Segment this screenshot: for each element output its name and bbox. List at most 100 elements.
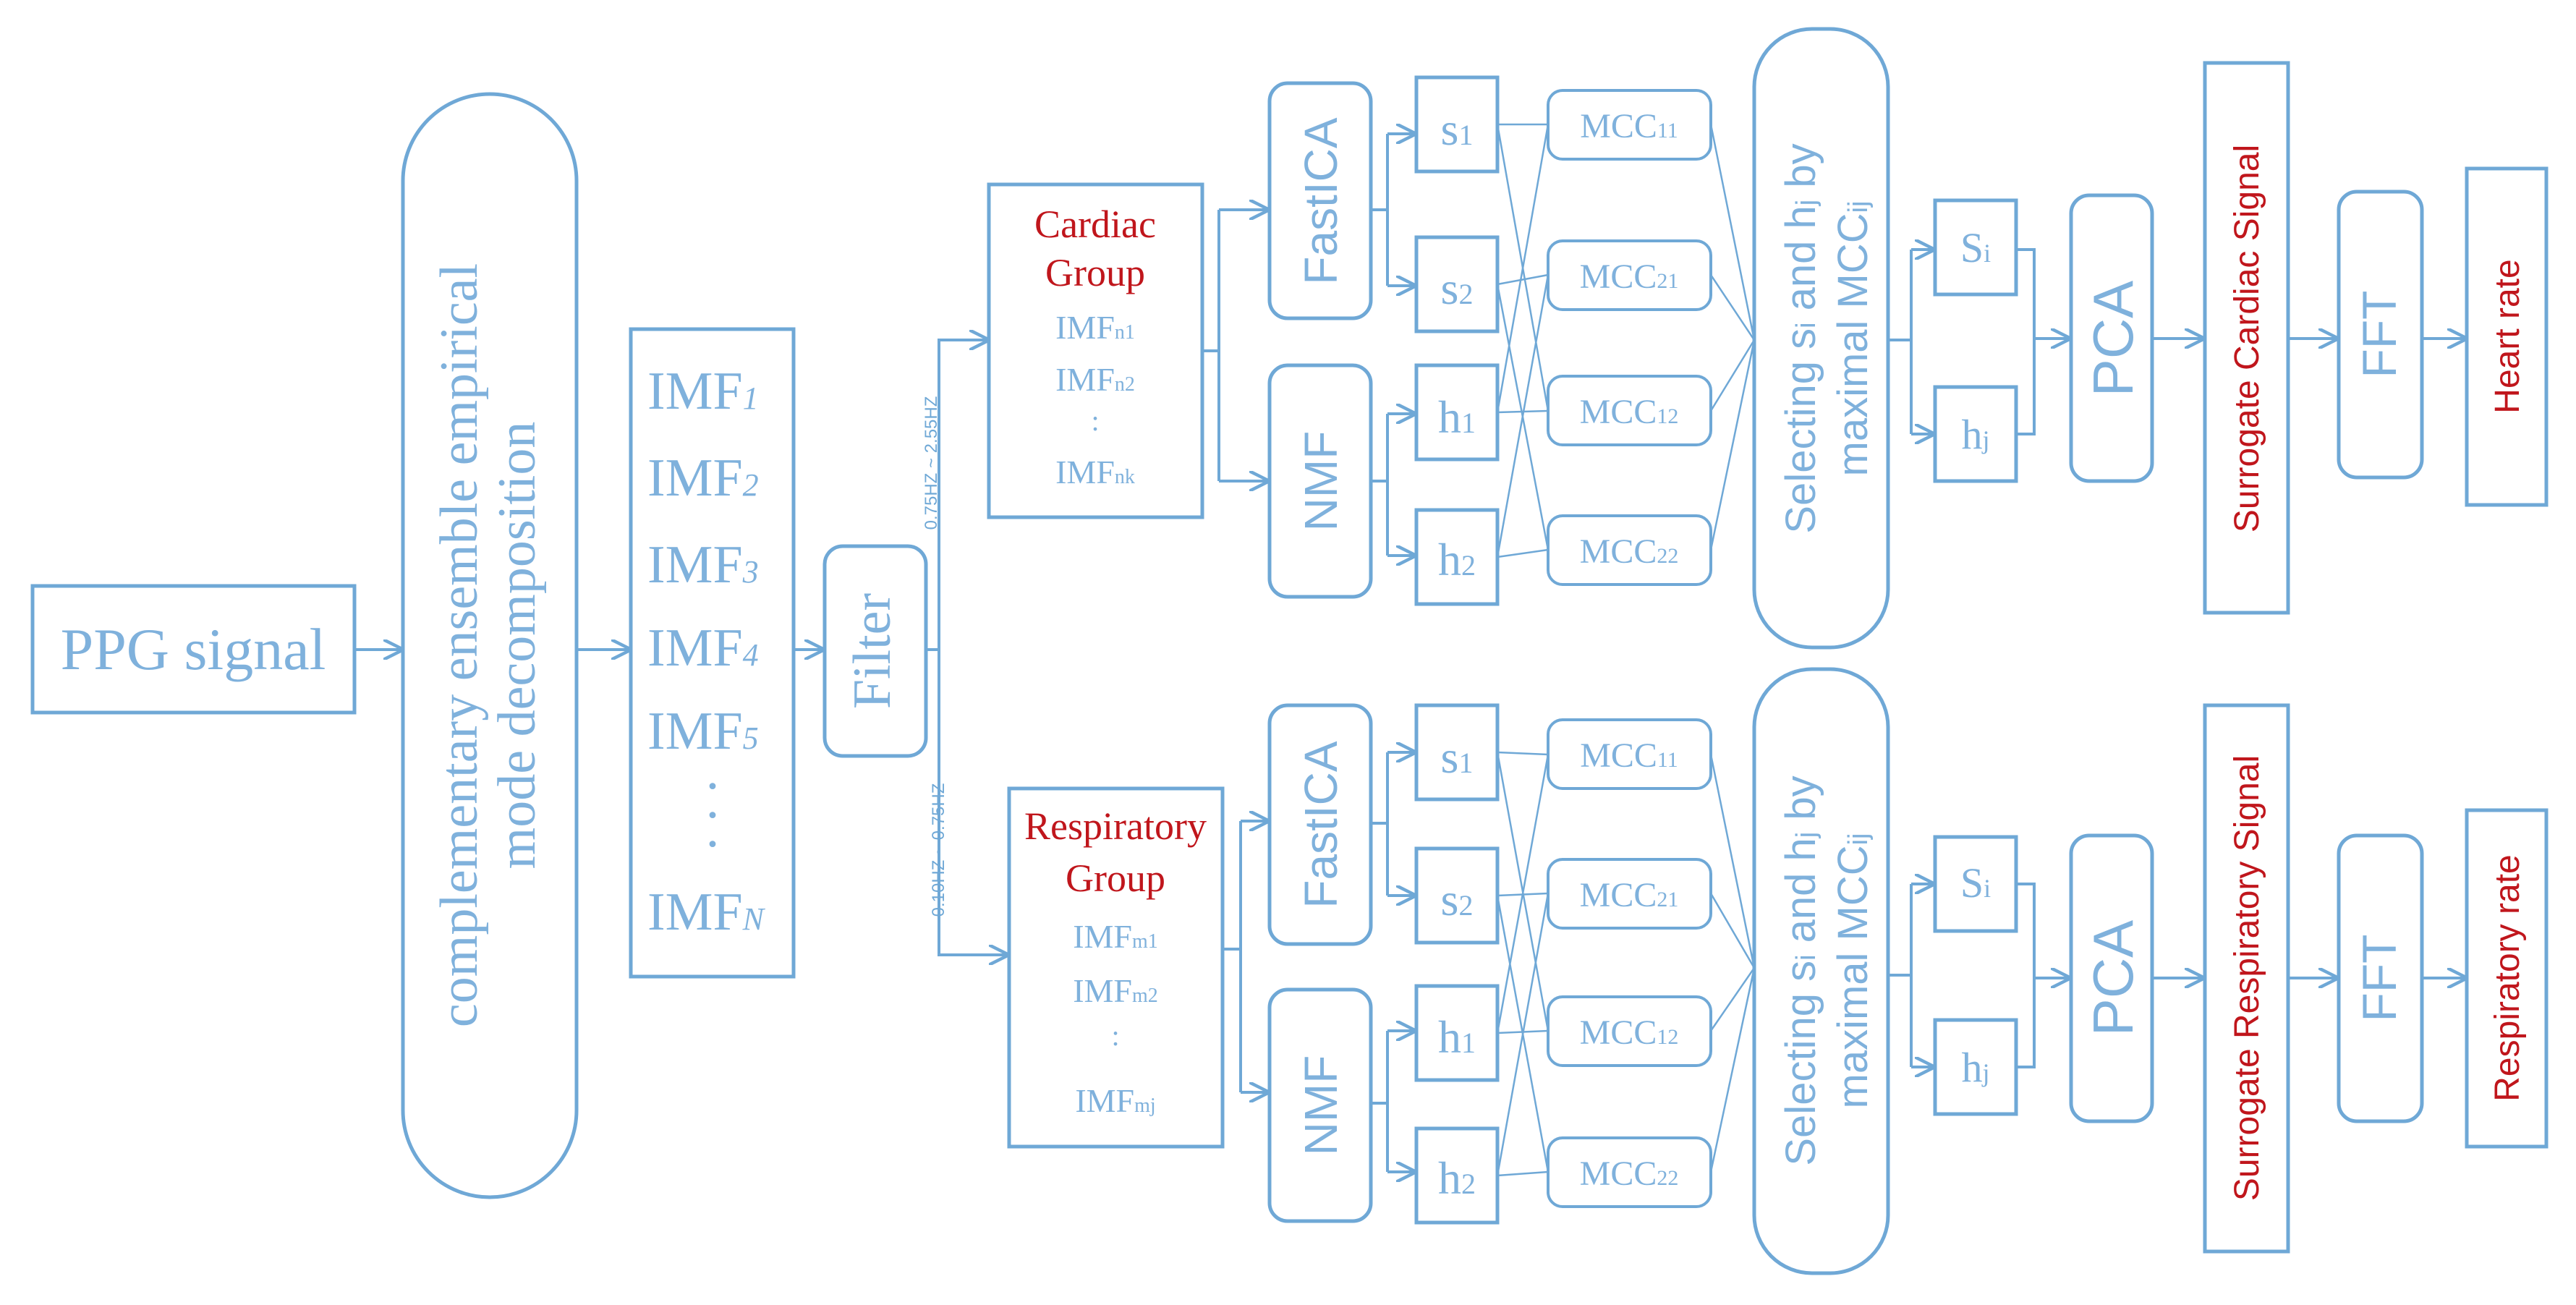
respiratory-h2-box — [1414, 1126, 1500, 1225]
respiratory-mcc-fan-in — [1709, 754, 1756, 1173]
cardiac-select-line1: Selecting si and hj by — [1777, 143, 1824, 533]
respiratory-surrogate-label: Surrogate Respiratory Signal — [2228, 755, 2266, 1201]
respiratory-h2-label: h2 — [1438, 1152, 1476, 1204]
imf-n: IMFN — [647, 883, 766, 942]
respiratory-rate-box — [2465, 808, 2549, 1149]
imf-dots-3: . — [706, 799, 720, 859]
cardiac-h1-box — [1414, 363, 1500, 462]
cardiac-si-label: Si — [1960, 224, 1991, 271]
cardiac-s1-box — [1414, 75, 1500, 174]
respiratory-mcc-22-label: MCC22 — [1580, 1155, 1679, 1193]
cardiac-pca-in-connector — [2016, 248, 2036, 435]
cardiac-mcc-22-box — [1547, 514, 1712, 586]
ceemd-label-line2: mode decomposition — [488, 422, 547, 870]
cardiac-group-title: Cardiac — [1034, 203, 1156, 246]
respiratory-select-line2: maximal MCCij — [1829, 833, 1876, 1108]
cardiac-h2-label: h2 — [1438, 534, 1476, 585]
respiratory-imf-m1: IMFm1 — [1073, 918, 1158, 955]
respiratory-mcc-12-box — [1547, 995, 1712, 1067]
imf-2: IMF2 — [647, 449, 759, 508]
respiratory-mcc-21-label: MCC21 — [1580, 876, 1679, 914]
cardiac-mcc-22-label: MCC22 — [1580, 532, 1679, 571]
respiratory-imf-dots: : — [1111, 1019, 1119, 1052]
ppg-signal-box — [30, 584, 357, 715]
respiratory-mcc-11-box — [1547, 718, 1712, 790]
respiratory-imf-mj: IMFmj — [1075, 1082, 1155, 1119]
cardiac-fft-label: FFT — [2352, 291, 2406, 378]
imf-dots-2: . — [706, 770, 720, 830]
ppg-signal-label: PPG signal — [61, 616, 326, 682]
ceemd-box — [401, 92, 579, 1199]
filter-branch-connector — [938, 339, 955, 956]
heart-rate-label: Heart rate — [2488, 259, 2527, 413]
heart-rate-box — [2465, 166, 2549, 507]
respiratory-hj-box — [1933, 1018, 2018, 1116]
cardiac-group-subtitle: Group — [1045, 251, 1145, 294]
cardiac-fastica-label: FastICA — [1295, 117, 1347, 284]
cardiac-mcc-11-label: MCC11 — [1580, 107, 1678, 145]
respiratory-s2-label: s2 — [1441, 874, 1474, 925]
respiratory-mcc-12-label: MCC12 — [1580, 1013, 1679, 1052]
respiratory-nmf-label: NMF — [1295, 1055, 1347, 1156]
cardiac-s2-label: s2 — [1441, 263, 1474, 314]
filter-label: Filter — [843, 593, 902, 709]
respiratory-band-label: 0.10HZ ~ 0.75HZ — [929, 783, 948, 917]
respiratory-select-line1: Selecting si and hj by — [1777, 775, 1824, 1165]
cardiac-mcc-fan-in — [1709, 124, 1756, 551]
cardiac-imf-dots: : — [1091, 404, 1099, 437]
respiratory-mcc-11-label: MCC11 — [1580, 736, 1678, 775]
respiratory-s1-label: s1 — [1441, 731, 1474, 783]
respiratory-fastica-label: FastICA — [1295, 741, 1347, 908]
cardiac-mcc-12-label: MCC12 — [1580, 393, 1679, 431]
ceemd-label-line1: complementary ensemble empirical — [430, 263, 489, 1027]
respiratory-mcc-22-box — [1547, 1136, 1712, 1208]
cardiac-mcc-21-label: MCC21 — [1580, 258, 1679, 296]
cardiac-imf-n1: IMFn1 — [1055, 309, 1135, 346]
imf-3: IMF3 — [647, 535, 759, 595]
cardiac-select-box — [1752, 27, 1890, 650]
respiratory-s1-box — [1414, 703, 1500, 802]
respiratory-pca-label: PCA — [2081, 920, 2145, 1036]
cardiac-branch: Cardiac Group IMFn1 IMFn2 : IMFnk FastIC… — [987, 27, 2549, 650]
cardiac-fft-box — [2337, 190, 2424, 480]
respiratory-select-box — [1752, 667, 1890, 1275]
cardiac-si-box — [1933, 198, 2018, 297]
respiratory-group-subtitle: Group — [1066, 856, 1165, 900]
cardiac-hj-label: hj — [1961, 411, 1989, 458]
cardiac-fastica-box — [1267, 81, 1373, 320]
imf-1: IMF1 — [647, 362, 759, 421]
respiratory-pca-in-connector — [2016, 883, 2036, 1068]
cardiac-nmf-label: NMF — [1295, 431, 1347, 532]
cardiac-group-box — [987, 182, 1204, 519]
cardiac-cross-connections — [1496, 123, 1550, 558]
respiratory-h1-label: h1 — [1438, 1011, 1476, 1063]
imf-dots-1: . — [706, 741, 720, 801]
cardiac-s1-label: s1 — [1441, 103, 1474, 155]
cardiac-surrogate-box — [2203, 61, 2290, 615]
respiratory-surrogate-box — [2203, 703, 2290, 1254]
respiratory-imf-m2: IMFm2 — [1073, 972, 1158, 1009]
respiratory-branch: Respiratory Group IMFm1 IMFm2 : IMFmj Fa… — [1007, 667, 2549, 1275]
respiratory-cross-connections — [1496, 751, 1550, 1177]
respiratory-s2-box — [1414, 846, 1500, 945]
respiratory-si-label: Si — [1960, 859, 1991, 906]
respiratory-hj-label: hj — [1961, 1044, 1989, 1091]
cardiac-imf-n2: IMFn2 — [1055, 361, 1135, 398]
cardiac-h1-label: h1 — [1438, 391, 1476, 443]
cardiac-select-line2: maximal MCCij — [1829, 200, 1876, 476]
respiratory-si-box — [1933, 835, 2018, 933]
imf-4: IMF4 — [647, 619, 759, 678]
respiratory-rate-label: Respiratory rate — [2488, 854, 2527, 1101]
cardiac-band-label: 0.75HZ ~ 2.55HZ — [922, 396, 941, 530]
imf-5: IMF5 — [647, 702, 759, 761]
cardiac-imf-nk: IMFnk — [1055, 454, 1135, 490]
respiratory-group-box — [1007, 786, 1225, 1149]
cardiac-pca-label: PCA — [2081, 281, 2145, 396]
imf-list-box — [629, 327, 796, 979]
respiratory-group-title: Respiratory — [1024, 804, 1207, 848]
cardiac-surrogate-label: Surrogate Cardiac Signal — [2228, 145, 2266, 532]
imf-list: IMF1 IMF2 IMF3 IMF4 IMF5 . . . IMFN — [647, 362, 766, 942]
respiratory-nmf-box — [1267, 987, 1373, 1223]
respiratory-fft-label: FFT — [2352, 935, 2406, 1022]
